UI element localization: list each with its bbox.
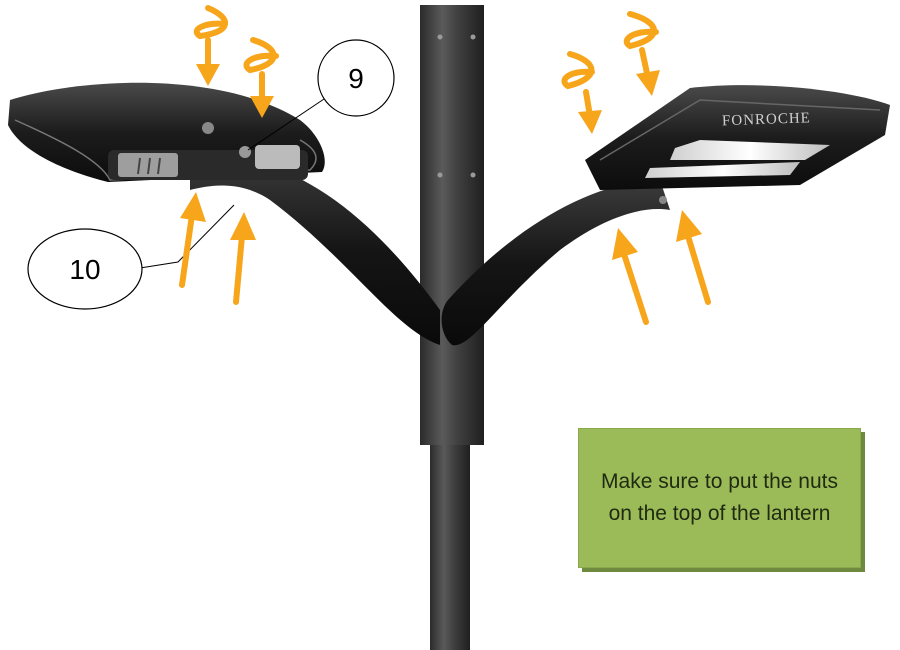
rotate-arrow-icon [564,54,602,134]
instruction-note-text: Make sure to put the nuts on the top of … [597,466,842,530]
arm-left [190,155,440,345]
lantern-right: FONROCHE [585,85,890,204]
callout-10-label: 10 [69,254,100,285]
lantern-left [8,83,325,182]
rotate-arrow-icon [196,8,225,86]
instruction-note: Make sure to put the nuts on the top of … [578,428,861,568]
callout-9-label: 9 [348,63,364,94]
arrow-up-icon [230,212,256,302]
rotate-arrow-icon [627,14,660,96]
lantern-logo: FONROCHE [722,110,811,129]
arrow-up-icon [612,228,646,322]
callout-9: 9 [318,40,394,116]
callout-10: 10 [28,229,142,309]
arrow-up-icon [180,192,206,285]
arrow-up-icon [676,210,708,302]
pole-upper [420,5,484,445]
pole-lower [430,440,470,650]
